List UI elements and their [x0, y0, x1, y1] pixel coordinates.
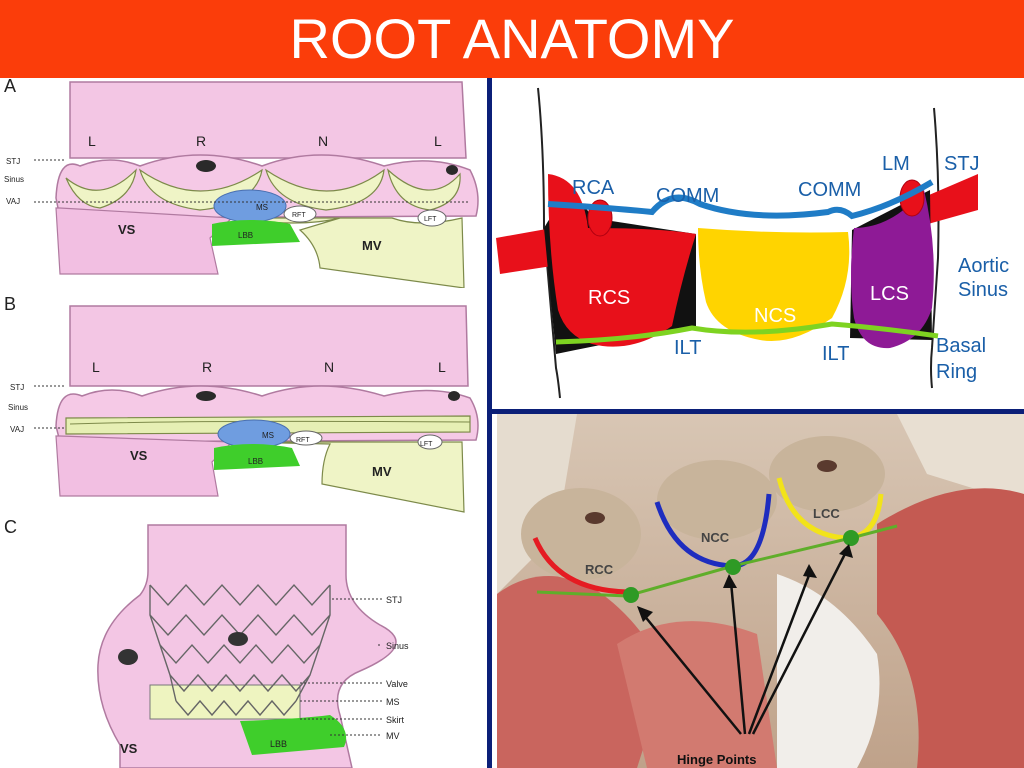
panel-b-lbb-label: LBB	[248, 457, 263, 466]
panel-c-lbb-label: LBB	[270, 739, 287, 749]
panel-c-letter: C	[4, 517, 17, 537]
ncc-label: NCC	[701, 530, 730, 545]
rca-label: RCA	[572, 177, 615, 199]
panel-b-lft-label: LFT	[420, 441, 433, 448]
panel-b-vs-label: VS	[130, 448, 148, 463]
panel-a-mv-label: MV	[362, 238, 382, 253]
rcc-label: RCC	[585, 562, 614, 577]
panel-a-vs-label: VS	[118, 222, 136, 237]
panel-a-rft-label: RFT	[292, 212, 306, 219]
panel-c-mv-label: MV	[386, 731, 400, 741]
panel-a-cusp-label: L	[434, 133, 442, 149]
panel-a-stj-label: STJ	[6, 157, 20, 166]
comm-left-label: COMM	[656, 185, 719, 207]
panel-c-ms-label: MS	[386, 697, 400, 707]
hinge-points-label: Hinge Points	[677, 752, 756, 767]
basal-label: Basal	[936, 335, 986, 357]
panel-a-lft-label: LFT	[424, 216, 437, 223]
panel-e-illustration: RCC NCC LCC Hinge Points	[497, 414, 1024, 768]
ilt-left-label: ILT	[674, 337, 701, 359]
ilt-right-label: ILT	[822, 343, 849, 365]
rcs-label: RCS	[588, 287, 630, 309]
panel-c-stj-label: STJ	[386, 595, 402, 605]
lcc-label: LCC	[813, 506, 840, 521]
ncs-cusp	[698, 228, 850, 342]
aortic-label: Aortic	[958, 255, 1009, 277]
panel-b-cusp-label: R	[202, 359, 212, 375]
panel-b-rft-label: RFT	[296, 437, 310, 444]
panel-a-diagram: A L R N L STJ Sinus VAJ VS MS RFT LFT LB…	[4, 78, 479, 288]
panel-b-stj-label: STJ	[10, 383, 24, 392]
panel-b-vaj-label: VAJ	[10, 425, 24, 434]
panel-c-sinus-label: Sinus	[386, 641, 409, 651]
panel-d-diagram: RCA COMM COMM LM STJ Aortic Sinus RCS NC…	[496, 87, 1009, 399]
title-bar: ROOT ANATOMY	[0, 0, 1024, 78]
panel-a-vaj-label: VAJ	[6, 197, 20, 206]
panel-b-letter: B	[4, 294, 16, 314]
comm-right-label: COMM	[798, 179, 861, 201]
vertical-divider	[487, 78, 492, 768]
lcs-cusp	[851, 190, 934, 349]
panel-b-diagram: B L R N L STJ Sinus VAJ VS MS RFT LFT LB…	[4, 294, 479, 513]
panel-b-mv-label: MV	[372, 464, 392, 479]
lm-label: LM	[882, 153, 910, 175]
panel-a-cusp-label: L	[88, 133, 96, 149]
slide-title: ROOT ANATOMY	[289, 7, 735, 70]
stj-label: STJ	[944, 153, 980, 175]
panel-c-valve-label: Valve	[386, 679, 408, 689]
panel-c-vs-label: VS	[120, 741, 138, 756]
sinus-label: Sinus	[958, 279, 1008, 301]
panel-a-cusp-label: R	[196, 133, 206, 149]
panel-a-lbb-label: LBB	[238, 231, 253, 240]
panel-b-cusp-label: L	[92, 359, 100, 375]
panel-a-ms-label: MS	[256, 203, 268, 212]
panel-c-skirt-label: Skirt	[386, 715, 404, 725]
panel-b-cusp-label: L	[438, 359, 446, 375]
panel-b-cusp-label: N	[324, 359, 334, 375]
ncs-label: NCS	[754, 305, 796, 327]
panel-c-diagram: C STJ Sinus Valve MS Skirt MV VS LBB	[4, 517, 409, 768]
lcs-label: LCS	[870, 283, 909, 305]
panel-a-sinus-label: Sinus	[4, 175, 24, 184]
panel-a-letter: A	[4, 78, 16, 96]
ring-label: Ring	[936, 361, 977, 383]
panel-a-cusp-label: N	[318, 133, 328, 149]
rcs-cusp	[548, 174, 696, 347]
panel-b-ms-label: MS	[262, 431, 274, 440]
panel-b-sinus-label: Sinus	[8, 403, 28, 412]
horizontal-divider	[492, 409, 1024, 414]
